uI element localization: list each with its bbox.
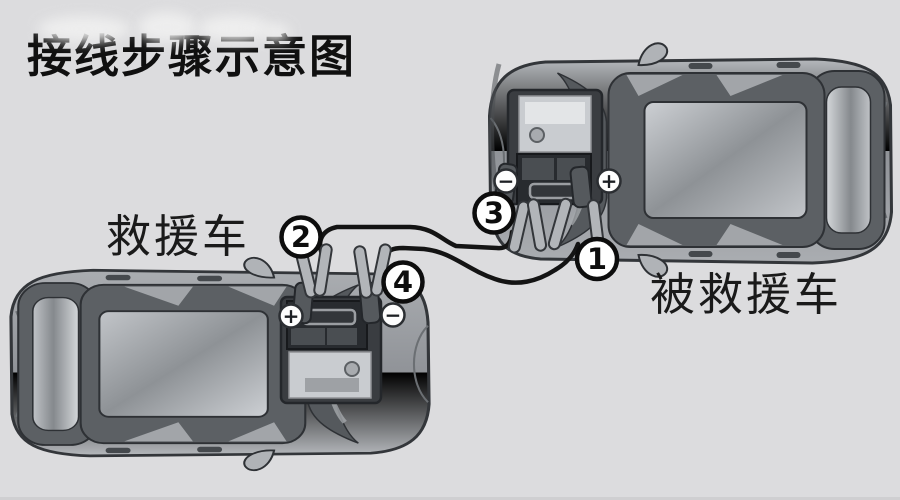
- rescue-car-label: 救援车: [106, 211, 251, 262]
- title-smudge: [38, 16, 130, 42]
- battery-slot: [528, 182, 580, 200]
- rescued-positive-terminal: +: [596, 168, 622, 194]
- bottom-edge: [0, 497, 900, 500]
- battery-cell: [327, 328, 357, 345]
- minus-sign: −: [498, 169, 515, 193]
- terminal-circle: [380, 302, 406, 328]
- rescue-positive-terminal: +: [278, 303, 304, 329]
- badge-circle: [472, 191, 516, 235]
- step-badge-3: 3: [472, 191, 516, 235]
- battery-cell: [291, 328, 325, 345]
- terminal-circle: [278, 303, 304, 329]
- badge-circle: [279, 215, 323, 259]
- plus-sign: +: [283, 304, 300, 328]
- rescued-negative-terminal: −: [493, 168, 519, 194]
- badge-circle: [574, 236, 620, 282]
- cable-step2-to-step3: [317, 224, 515, 257]
- minus-sign: −: [385, 303, 402, 327]
- title-smudge: [138, 12, 196, 42]
- rescued-car-label: 被救援车: [650, 269, 843, 320]
- badge-number: 4: [393, 265, 413, 299]
- filler-cap-icon: [344, 361, 360, 377]
- terminal-circle: [596, 168, 622, 194]
- plus-sign: +: [601, 169, 618, 193]
- title-smudge: [262, 24, 290, 41]
- badge-number: 1: [587, 242, 607, 276]
- badge-number: 3: [484, 196, 504, 230]
- cable-step4-to-step1: [382, 241, 581, 285]
- jumper-cables: [317, 224, 581, 285]
- terminal-markers: − + + −: [278, 168, 622, 329]
- engine-cover-strip: [305, 378, 359, 392]
- step-badges: 1 2 3 4: [279, 191, 620, 304]
- terminal-circle: [493, 168, 519, 194]
- filler-cap-icon: [529, 127, 545, 143]
- step-badge-2: 2: [279, 215, 323, 259]
- badge-number: 2: [291, 220, 311, 254]
- step-badge-4: 4: [381, 260, 425, 304]
- engine-cover-strip: [525, 102, 585, 124]
- step-badge-1: 1: [574, 236, 620, 282]
- rescue-negative-terminal: −: [380, 302, 406, 328]
- badge-circle: [381, 260, 425, 304]
- title-smudge: [198, 15, 270, 42]
- battery-cell: [522, 158, 554, 180]
